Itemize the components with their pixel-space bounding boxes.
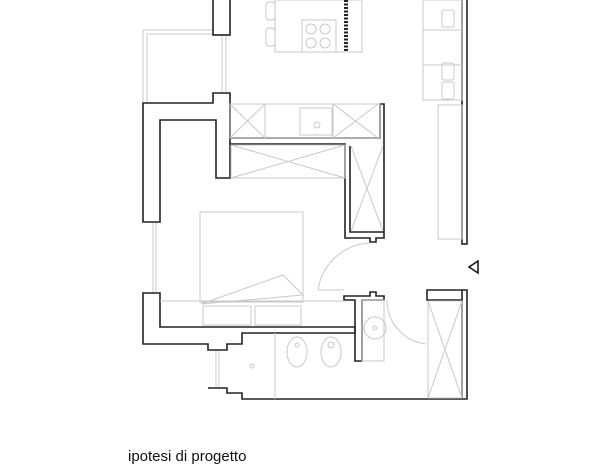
sink <box>299 107 333 136</box>
wall-bedroom-bottom <box>142 292 356 351</box>
bed <box>199 211 304 303</box>
wall-top <box>212 0 231 36</box>
door-swing <box>317 242 371 291</box>
wall-right-upper <box>461 0 468 245</box>
wall-closet-inner <box>349 146 384 233</box>
wall-closet <box>230 143 385 243</box>
stove <box>301 19 337 53</box>
balcony <box>142 29 227 388</box>
shelf <box>437 104 463 240</box>
wardrobe <box>230 144 346 179</box>
kitchen <box>229 0 384 232</box>
bedroom <box>160 211 371 326</box>
plan-caption: ipotesi di progetto <box>128 448 247 465</box>
entrance-arrow-icon <box>467 259 479 275</box>
toilet <box>286 336 308 368</box>
bidet <box>320 336 342 368</box>
kitchen-island <box>274 0 363 53</box>
bath-door-swing <box>386 299 427 345</box>
sofa <box>422 0 463 240</box>
washbasin <box>363 316 387 340</box>
bathroom <box>249 299 463 399</box>
walls <box>142 0 468 400</box>
wall-bathroom <box>208 289 468 400</box>
wall-bedroom-left <box>142 92 231 223</box>
